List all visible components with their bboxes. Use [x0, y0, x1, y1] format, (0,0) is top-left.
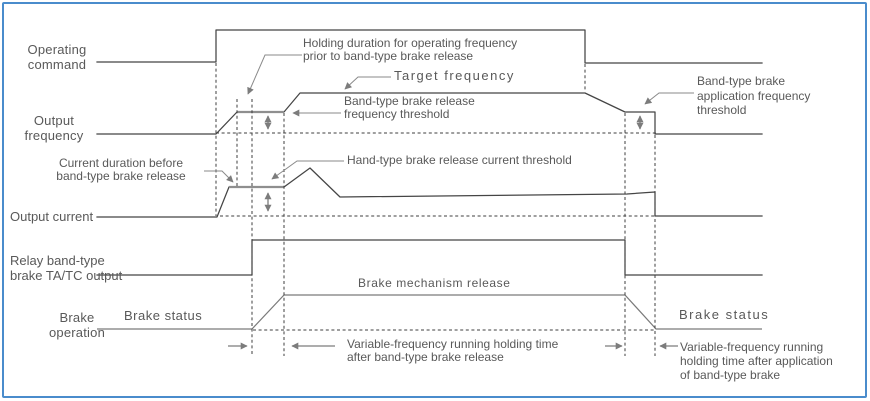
- annotation-vf-holding-after-release: Variable-frequency running holding time …: [347, 337, 559, 365]
- signal-label-output-current: Output current: [10, 209, 94, 224]
- annotation-brake-status-right: Brake status: [679, 307, 770, 322]
- annotation-current-duration: Current duration before band-type brake …: [56, 156, 186, 184]
- brake-operation-waveform: [97, 294, 762, 330]
- leader-application-threshold: [644, 92, 694, 105]
- leader-hand-type-threshold: [271, 160, 344, 180]
- annotation-holding-duration: Holding duration for operating frequency…: [303, 36, 518, 64]
- annotation-vf-holding-after-application: Variable-frequency running holding time …: [680, 340, 833, 383]
- annotation-target-frequency: Target frequency: [394, 68, 515, 83]
- leader-holding-duration: [247, 54, 302, 95]
- signal-label-operating-command: Operating command: [27, 42, 87, 72]
- annotation-release-frequency-threshold: Band-type brake release frequency thresh…: [344, 94, 475, 122]
- leader-current-duration: [204, 170, 234, 183]
- annotation-brake-mechanism-release: Brake mechanism release: [358, 276, 511, 290]
- signal-label-output-frequency: Output frequency: [24, 113, 84, 143]
- annotation-hand-type-current-threshold: Hand-type brake release current threshol…: [347, 153, 572, 167]
- signal-label-brake-operation: Brake operation: [48, 310, 105, 340]
- annotation-application-frequency-threshold: Band-type brake application frequency th…: [697, 74, 811, 118]
- relay-output-waveform: [96, 239, 763, 276]
- leader-target-frequency: [344, 76, 391, 90]
- operating-command-waveform: [96, 29, 763, 64]
- output-frequency-waveform: [96, 92, 763, 135]
- signal-label-relay-output: Relay band-type brake TA/TC output: [10, 253, 123, 284]
- annotation-brake-status-left: Brake status: [124, 308, 203, 323]
